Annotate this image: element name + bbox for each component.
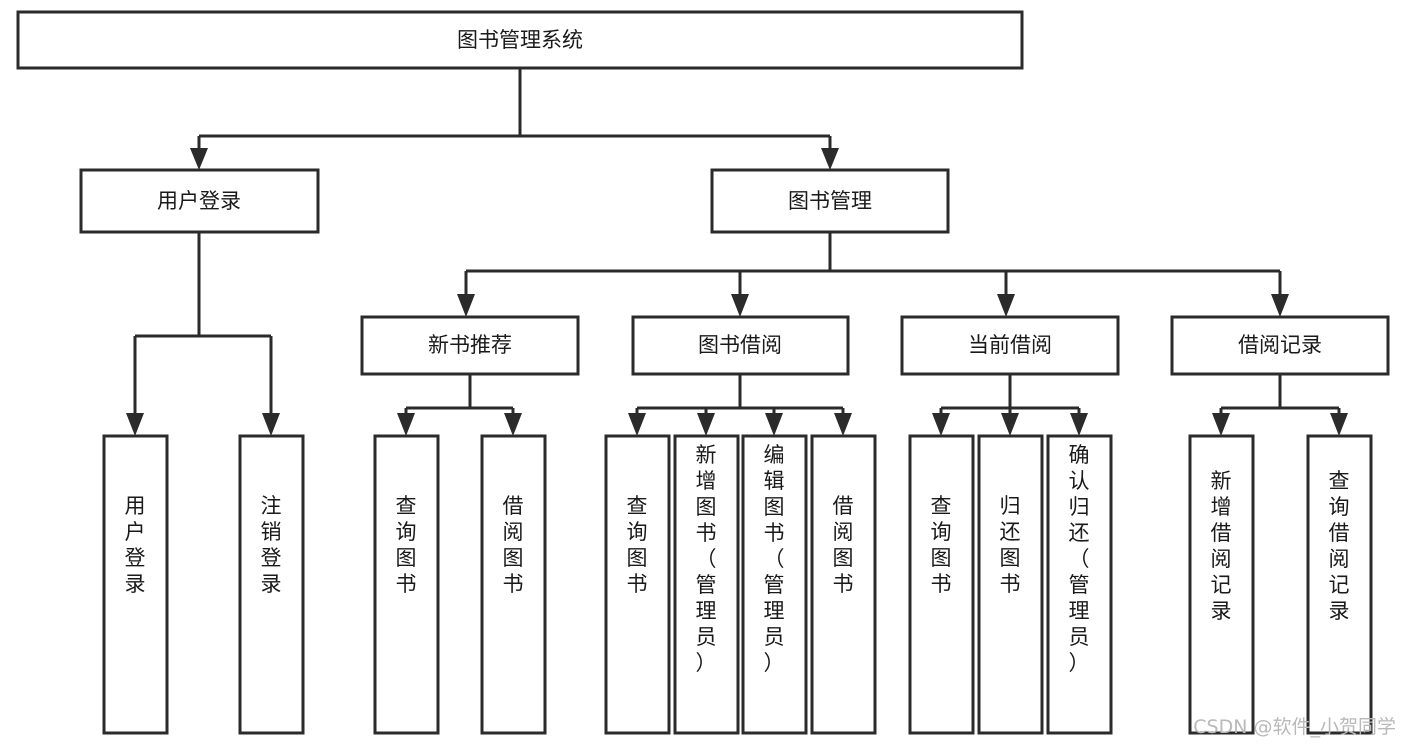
leaf-node[interactable]: 查询图书 (908, 434, 975, 735)
leaf-label-current-borrow-2: 归还图书 (1000, 494, 1021, 596)
arrowhead-leaf-book-borrow-3 (765, 413, 783, 436)
arrowhead-leaf-current-borrow-3 (1070, 413, 1088, 436)
leaf-box-book-borrow-1[interactable] (604, 434, 671, 735)
leaf-node[interactable]: 注销登录 (238, 434, 305, 735)
node-label-new-book-recommend: 新书推荐 (428, 333, 512, 357)
connector-layer (126, 68, 1348, 436)
arrowhead-current-borrow (997, 294, 1015, 317)
node-box-book-borrow[interactable] (631, 315, 850, 376)
arrowhead-new-book (457, 294, 475, 317)
arrowhead-leaf-new-book-2 (504, 413, 522, 436)
leaf-box-book-borrow-2[interactable] (673, 434, 740, 735)
leaf-box-current-borrow-1[interactable] (908, 434, 975, 735)
arrowhead-book-manage (821, 148, 839, 170)
leaf-label-borrow-record-1: 新增借阅记录 (1211, 469, 1232, 623)
leaf-node[interactable]: 查询图书 (373, 434, 440, 735)
leaf-box-current-borrow-2[interactable] (977, 434, 1044, 735)
leaf-label-book-borrow-4: 借阅图书 (833, 494, 854, 596)
node-box-user-login[interactable] (79, 168, 320, 234)
node-user-login[interactable]: 用户登录 (79, 168, 320, 234)
arrowhead-leaf-new-book-1 (397, 413, 415, 436)
node-label-book-borrow: 图书借阅 (698, 333, 782, 357)
arrowhead-leaf-current-borrow-1 (932, 413, 950, 436)
node-new-book-recommend[interactable]: 新书推荐 (360, 315, 580, 376)
leaf-node[interactable]: 编辑图书（管理员） (741, 434, 808, 735)
leaf-label-current-borrow-3: 确认归还（管理员） (1069, 443, 1090, 675)
csdn-watermark: CSDN @软件_小贺同学 (1193, 716, 1396, 738)
node-label-current-borrow: 当前借阅 (968, 333, 1052, 357)
leaf-label-borrow-record-2: 查询借阅记录 (1329, 469, 1350, 623)
leaf-node[interactable]: 借阅图书 (810, 434, 877, 735)
node-current-borrow[interactable]: 当前借阅 (900, 315, 1120, 376)
leaf-node[interactable]: 借阅图书 (480, 434, 547, 735)
leaf-node[interactable]: 归还图书 (977, 434, 1044, 735)
arrowhead-leaf-user-login-2 (262, 413, 280, 436)
leaf-box-borrow-record-1[interactable] (1188, 434, 1255, 735)
node-box-book-manage[interactable] (710, 168, 950, 234)
leaf-box-book-borrow-3[interactable] (741, 434, 808, 735)
arrowhead-leaf-book-borrow-4 (834, 413, 852, 436)
leaf-label-user-login-2: 注销登录 (261, 494, 282, 596)
node-borrow-record[interactable]: 借阅记录 (1170, 315, 1390, 376)
arrowhead-leaf-user-login-1 (126, 413, 144, 436)
arrowhead-borrow-record (1271, 294, 1289, 317)
node-label-root: 图书管理系统 (457, 28, 583, 52)
node-book-borrow[interactable]: 图书借阅 (631, 315, 850, 376)
leaf-label-book-borrow-1: 查询图书 (627, 494, 648, 596)
leaf-node[interactable]: 查询借阅记录 (1306, 434, 1373, 735)
leaf-box-borrow-record-2[interactable] (1306, 434, 1373, 735)
leaf-node[interactable]: 用户登录 (102, 434, 169, 735)
leaf-label-current-borrow-1: 查询图书 (931, 494, 952, 596)
leaf-node[interactable]: 新增图书（管理员） (673, 434, 740, 735)
node-label-borrow-record: 借阅记录 (1238, 333, 1322, 357)
node-root-system[interactable]: 图书管理系统 (16, 10, 1024, 70)
leaf-label-new-book-2: 借阅图书 (503, 494, 524, 596)
arrowhead-leaf-borrow-record-2 (1330, 413, 1348, 436)
leaf-box-current-borrow-3[interactable] (1046, 434, 1113, 735)
node-box-current-borrow[interactable] (900, 315, 1120, 376)
leaf-box-user-login-2[interactable] (238, 434, 305, 735)
leaf-box-user-login-1[interactable] (102, 434, 169, 735)
node-label-user-login: 用户登录 (157, 189, 241, 213)
arrowhead-leaf-book-borrow-1 (628, 413, 646, 436)
leaf-box-new-book-1[interactable] (373, 434, 440, 735)
arrowhead-leaf-current-borrow-2 (1001, 413, 1019, 436)
arrowhead-leaf-borrow-record-1 (1212, 413, 1230, 436)
leaf-node[interactable]: 查询图书 (604, 434, 671, 735)
arrowhead-leaf-book-borrow-2 (697, 413, 715, 436)
node-box-root[interactable] (16, 10, 1024, 70)
leaf-node[interactable]: 新增借阅记录 (1188, 434, 1255, 735)
node-book-manage[interactable]: 图书管理 (710, 168, 950, 234)
node-box-new-book-recommend[interactable] (360, 315, 580, 376)
leaf-box-new-book-2[interactable] (480, 434, 547, 735)
leaf-label-book-borrow-2: 新增图书（管理员） (696, 443, 717, 675)
node-label-book-manage: 图书管理 (788, 189, 872, 213)
node-box-borrow-record[interactable] (1170, 315, 1390, 376)
leaf-box-book-borrow-4[interactable] (810, 434, 877, 735)
leaf-label-book-borrow-3: 编辑图书（管理员） (764, 443, 785, 675)
leaf-label-new-book-1: 查询图书 (396, 494, 417, 596)
arrowhead-book-borrow (731, 294, 749, 317)
leaf-node[interactable]: 确认归还（管理员） (1046, 434, 1113, 735)
arrowhead-user-login (190, 148, 208, 170)
node-layer: 图书管理系统 用户登录 图书管理 新书推荐 图书借阅 当前 (16, 10, 1390, 735)
leaf-label-user-login-1: 用户登录 (125, 494, 146, 596)
